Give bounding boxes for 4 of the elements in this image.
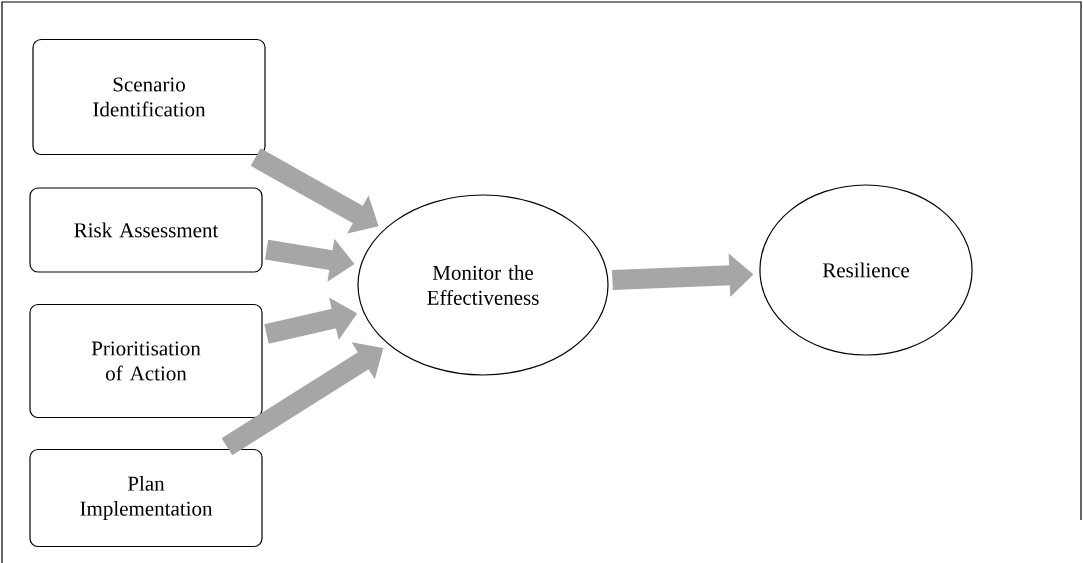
process-box: Prioritisation of Action: [29, 303, 263, 419]
process-box: Scenario Identification: [32, 38, 266, 156]
process-box: Plan Implementation: [29, 448, 263, 548]
process-box: Risk Assessment: [29, 187, 263, 273]
